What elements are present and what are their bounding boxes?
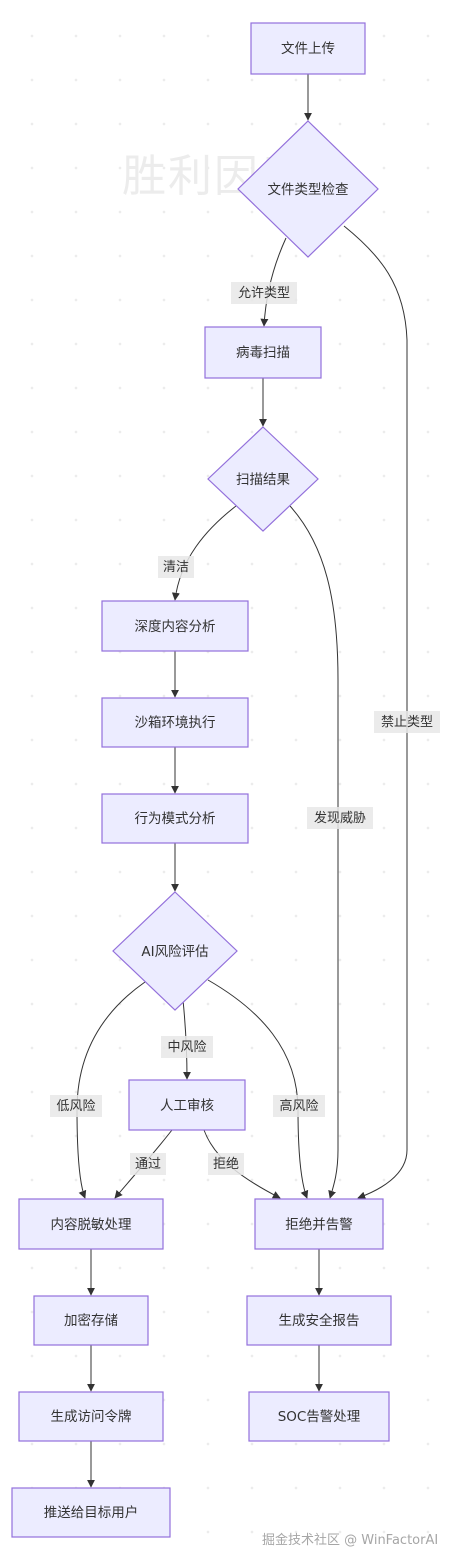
svg-text:中风险: 中风险 (167, 1040, 206, 1055)
svg-text:允许类型: 允许类型 (238, 285, 290, 301)
node-manual-review: 人工审核 (128, 1079, 246, 1131)
svg-text:SOC告警处理: SOC告警处理 (278, 1409, 361, 1425)
svg-text:行为模式分析: 行为模式分析 (135, 811, 216, 827)
svg-text:文件上传: 文件上传 (281, 41, 335, 57)
node-virus-scan: 病毒扫描 (204, 326, 322, 379)
node-access-token: 生成访问令牌 (18, 1391, 164, 1442)
node-sandbox-execution: 沙箱环境执行 (101, 697, 249, 748)
edge-label-clean: 清洁 (158, 556, 194, 578)
node-content-desensitization: 内容脱敏处理 (18, 1198, 164, 1250)
edge-label-allowed-type: 允许类型 (231, 282, 297, 304)
edge-scan-result-to-reject (289, 505, 339, 1199)
svg-text:禁止类型: 禁止类型 (381, 715, 433, 730)
node-behavior-analysis: 行为模式分析 (101, 793, 249, 844)
svg-text:内容脱敏处理: 内容脱敏处理 (51, 1216, 132, 1233)
svg-text:清洁: 清洁 (163, 560, 189, 575)
svg-text:人工审核: 人工审核 (160, 1098, 214, 1114)
node-reject-and-alert: 拒绝并告警 (254, 1198, 384, 1250)
edge-type-check-to-reject (343, 225, 408, 1200)
svg-text:生成访问令牌: 生成访问令牌 (51, 1408, 132, 1425)
svg-text:病毒扫描: 病毒扫描 (236, 345, 290, 361)
node-security-report: 生成安全报告 (246, 1295, 392, 1346)
edge-label-low-risk: 低风险 (50, 1095, 102, 1117)
corner-watermark: 掘金技术社区 @ WinFactorAI (262, 1533, 439, 1548)
node-file-type-check: 文件类型检查 (237, 120, 379, 258)
svg-text:拒绝并告警: 拒绝并告警 (285, 1217, 353, 1233)
svg-text:文件类型检查: 文件类型检查 (268, 182, 349, 198)
svg-text:深度内容分析: 深度内容分析 (135, 618, 216, 635)
node-scan-result: 扫描结果 (207, 426, 319, 532)
svg-text:加密存储: 加密存储 (64, 1312, 118, 1329)
svg-text:扫描结果: 扫描结果 (236, 472, 290, 488)
node-deep-content-analysis: 深度内容分析 (101, 600, 249, 652)
svg-text:沙箱环境执行: 沙箱环境执行 (135, 715, 216, 731)
edge-label-reject: 拒绝 (208, 1153, 244, 1175)
edge-label-medium-risk: 中风险 (161, 1036, 213, 1058)
svg-text:通过: 通过 (135, 1157, 161, 1172)
edge-label-forbidden-type: 禁止类型 (374, 711, 440, 733)
edge-label-pass: 通过 (130, 1153, 166, 1175)
svg-text:拒绝: 拒绝 (213, 1156, 239, 1172)
svg-text:发现威胁: 发现威胁 (314, 810, 366, 826)
node-encrypted-storage: 加密存储 (33, 1295, 149, 1346)
svg-text:低风险: 低风险 (56, 1099, 95, 1114)
edge-label-high-risk: 高风险 (273, 1095, 325, 1117)
edge-scan-result-to-deep-analysis (171, 505, 237, 601)
node-push-to-user: 推送给目标用户 (11, 1487, 171, 1538)
svg-text:生成安全报告: 生成安全报告 (279, 1312, 360, 1329)
node-soc-alert: SOC告警处理 (248, 1391, 390, 1442)
node-ai-risk-assessment: AI风险评估 (112, 891, 238, 1011)
svg-text:高风险: 高风险 (279, 1098, 318, 1114)
svg-text:AI风险评估: AI风险评估 (141, 944, 208, 960)
node-file-upload: 文件上传 (250, 22, 366, 75)
nodes: 文件上传 文件类型检查 病毒扫描 扫描结果 深度内容分析 沙箱环境执行 行为模式… (11, 22, 392, 1538)
edge-labels: 允许类型 禁止类型 清洁 发现威胁 中风险 低风险 高风险 通过 (50, 282, 440, 1175)
svg-text:推送给目标用户: 推送给目标用户 (44, 1504, 139, 1521)
edge-type-check-to-virus-scan (260, 237, 287, 327)
edge-label-threat-found: 发现威胁 (307, 807, 373, 829)
